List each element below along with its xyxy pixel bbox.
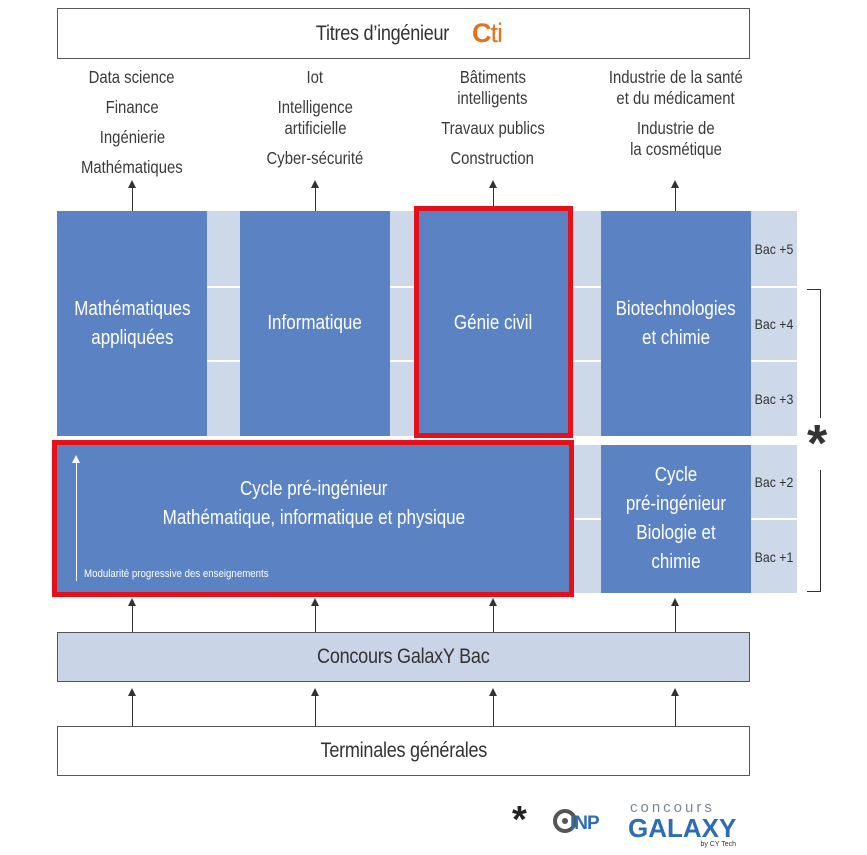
bac-level: Bac +1 [751,520,797,593]
page-title: Titres d’ingénieur [315,21,450,45]
origin-box: Terminales générales [57,726,750,776]
title-box: Titres d’ingénieur Cti [57,8,750,59]
strip-divider [207,286,240,288]
highlight-frame-cycle [52,440,574,597]
outcome-item: Construction [450,148,535,168]
arrow-up-icon [489,688,497,727]
strip-divider [207,360,240,362]
outcome-item: Iot [306,67,324,87]
outcome-item: Cyber-sécurité [266,148,364,168]
arrow-up-icon [128,180,136,211]
arrow-up-icon [671,598,679,633]
outcome-item: Ingénierie [99,127,165,147]
origin-label: Terminales générales [320,739,487,762]
connector-strip [571,211,601,436]
connector-strip [207,211,240,436]
arrow-up-icon [311,180,319,211]
arrow-up-icon [671,688,679,727]
arrow-up-icon [128,688,136,727]
modularity-note: Modularité progressive des enseignements [84,568,269,580]
arrow-up-icon [489,598,497,633]
cti-logo: Cti [471,18,503,48]
arrow-up-icon [311,598,319,633]
contest-label: Concours GalaxY Bac [317,645,490,668]
outcome-item: Mathématiques [81,157,183,177]
bac-level: Bac +3 [751,362,797,436]
bac-level: Bac +2 [751,445,797,518]
strip-divider [571,518,601,520]
footer-asterisk: * [512,799,527,841]
arrow-up-icon [671,180,679,211]
progression-arrow-icon [72,455,80,581]
galaxy-logo: concours GALAXY by CY Tech [628,799,737,848]
highlight-frame-civil [414,206,573,438]
outcome-item: Travaux publics [440,118,545,138]
strip-divider [571,286,601,288]
outcome-item: Finance [105,97,159,117]
specialty-civil: Génie civil [415,211,571,436]
inp-logo: INP [552,805,612,845]
arrow-up-icon [128,598,136,633]
specialty-info: Informatique [240,211,390,436]
outcome-item: Data science [88,67,175,87]
asterisk-mark: * [805,415,830,473]
connector-strip [390,211,415,436]
contest-box: Concours GalaxY Bac [57,632,750,682]
bac-level: Bac +5 [751,211,797,286]
outcomes-math: Data science Finance Ingénierie Mathémat… [57,67,207,187]
strip-divider [390,286,415,288]
arrow-up-icon [311,688,319,727]
strip-divider [571,360,601,362]
strip-divider [390,360,415,362]
bac-level: Bac +4 [751,288,797,360]
arrow-up-icon [489,180,497,211]
